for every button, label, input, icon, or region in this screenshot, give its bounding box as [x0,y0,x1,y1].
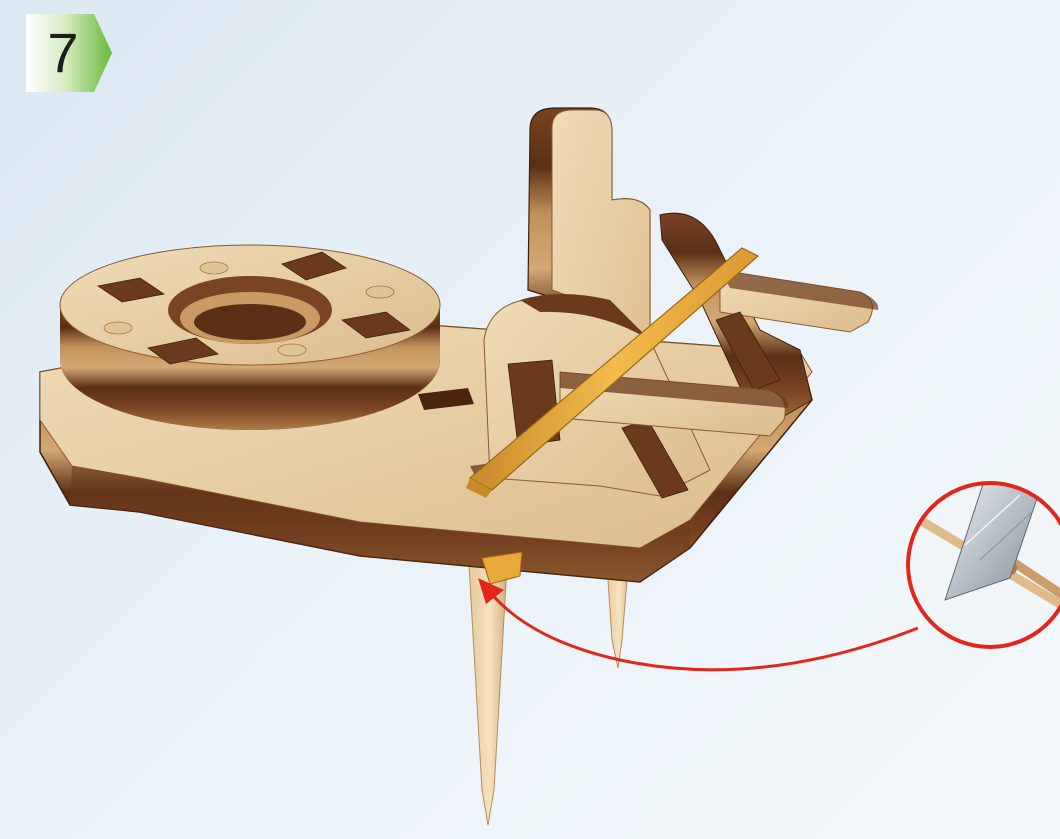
curved-arrow-icon [478,578,918,670]
utility-knife-icon [900,460,1060,660]
wooden-ring [60,245,440,430]
yellow-wedge [482,552,522,584]
